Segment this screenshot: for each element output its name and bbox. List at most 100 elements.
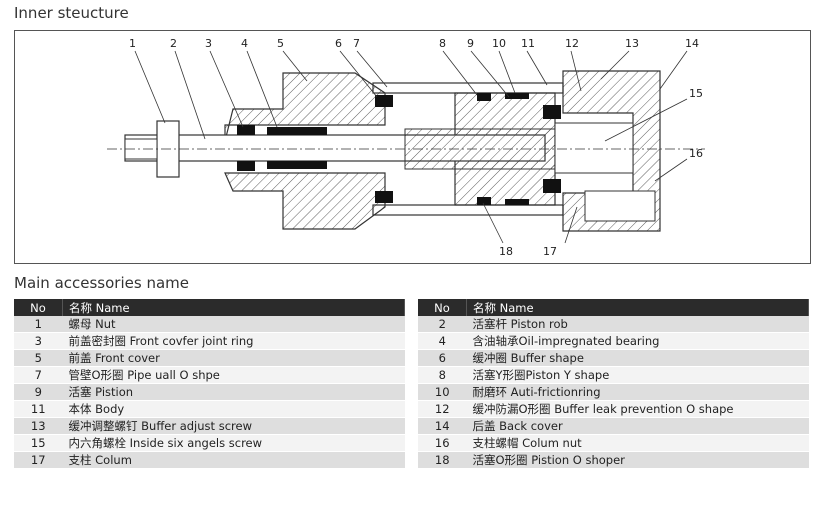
row-name: 缓冲防漏O形圈 Buffer leak prevention O shape [466,400,809,418]
callout-1: 1 [129,37,136,50]
row-no: 12 [418,400,467,418]
row-no: 8 [418,366,467,384]
cylinder-cross-section: 1 2 3 4 5 6 7 8 9 10 11 12 13 14 15 16 1… [107,37,705,258]
row-no: 11 [14,400,63,418]
row-no: 18 [418,451,467,469]
bearing-lower [267,161,327,169]
wear-ring-lower [505,199,529,205]
table-header: No 名称 Name [14,299,405,316]
row-no: 13 [14,417,63,435]
callout-15: 15 [689,87,703,100]
bolt-bore [554,122,634,174]
callout-8: 8 [439,37,446,50]
callout-11: 11 [521,37,535,50]
row-name: 缓冲调整螺钉 Buffer adjust screw [62,417,405,435]
row-name: 内六角螺栓 Inside six angels screw [62,434,405,452]
row-name: 缓冲圈 Buffer shape [466,349,809,367]
row-no: 15 [14,434,63,452]
row-no: 1 [14,316,63,333]
row-name: 支柱 Colum [62,451,405,469]
table-header: No 名称 Name [418,299,809,316]
row-no: 14 [418,417,467,435]
buffer-seal [375,95,393,107]
row-no: 6 [418,349,467,367]
piston-seal-lower [477,197,491,205]
seal-front [237,125,255,135]
tube-wall-top [372,82,564,94]
seal-front-lower [237,161,255,171]
inner-structure-title: Inner steucture [14,4,129,22]
callout-16: 16 [689,147,703,160]
callout-7: 7 [353,37,360,50]
callout-17: 17 [543,245,557,258]
tube-wall-bottom [372,204,564,216]
callout-18: 18 [499,245,513,258]
row-name: 螺母 Nut [62,316,405,333]
row-name: 活塞 Pistion [62,383,405,401]
bearing [267,127,327,135]
col-name-header: 名称 Name [62,299,405,316]
col-no-header: No [14,299,63,316]
col-no-header: No [418,299,467,316]
rear-seal-lower [543,179,561,193]
row-name: 前盖密封圈 Front covfer joint ring [62,332,405,350]
row-no: 10 [418,383,467,401]
row-name: 耐磨环 Auti-frictionring [466,383,809,401]
wear-ring [505,93,529,99]
callout-13: 13 [625,37,639,50]
row-name: 后盖 Back cover [466,417,809,435]
col-name-header: 名称 Name [466,299,809,316]
row-name: 活塞杆 Piston rob [466,316,809,333]
cylinder-diagram: 1 2 3 4 5 6 7 8 9 10 11 12 13 14 15 16 1… [14,30,811,264]
row-no: 5 [14,349,63,367]
leader-lines [134,50,688,244]
row-no: 2 [418,316,467,333]
row-no: 17 [14,451,63,469]
callout-12: 12 [565,37,579,50]
rear-seal [543,105,561,119]
row-name: 含油轴承Oil-impregnated bearing [466,332,809,350]
row-no: 9 [14,383,63,401]
callout-9: 9 [467,37,474,50]
row-no: 7 [14,366,63,384]
row-name: 支柱螺帽 Colum nut [466,434,809,452]
callout-5: 5 [277,37,284,50]
row-name: 活塞O形圈 Pistion O shoper [466,451,809,469]
callout-4: 4 [241,37,248,50]
callout-10: 10 [492,37,506,50]
buffer-seal-lower [375,191,393,203]
piston-seal [477,93,491,101]
callout-3: 3 [205,37,212,50]
callout-14: 14 [685,37,699,50]
callout-2: 2 [170,37,177,50]
front-cover-lower [224,172,386,230]
row-no: 4 [418,332,467,350]
row-no: 3 [14,332,63,350]
row-name: 活塞Y形圈Piston Y shape [466,366,809,384]
row-name: 管壁O形圈 Pipe uall O shpe [62,366,405,384]
colum-nut [584,190,656,222]
row-no: 16 [418,434,467,452]
row-name: 本体 Body [62,400,405,418]
row-name: 前盖 Front cover [62,349,405,367]
